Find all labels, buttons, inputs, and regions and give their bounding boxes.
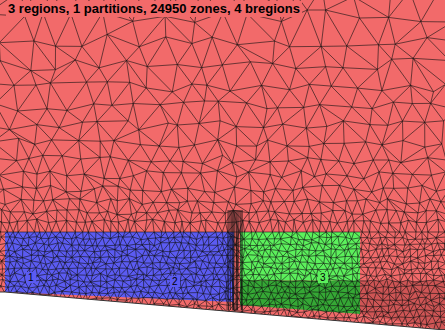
- mesh-summary: 3 regions, 1 partitions, 24950 zones, 4 …: [6, 1, 302, 17]
- boundary-line: [0, 292, 445, 330]
- region-number: 1: [26, 272, 36, 283]
- region-number: 2: [170, 276, 180, 287]
- region-number: 3: [318, 272, 328, 283]
